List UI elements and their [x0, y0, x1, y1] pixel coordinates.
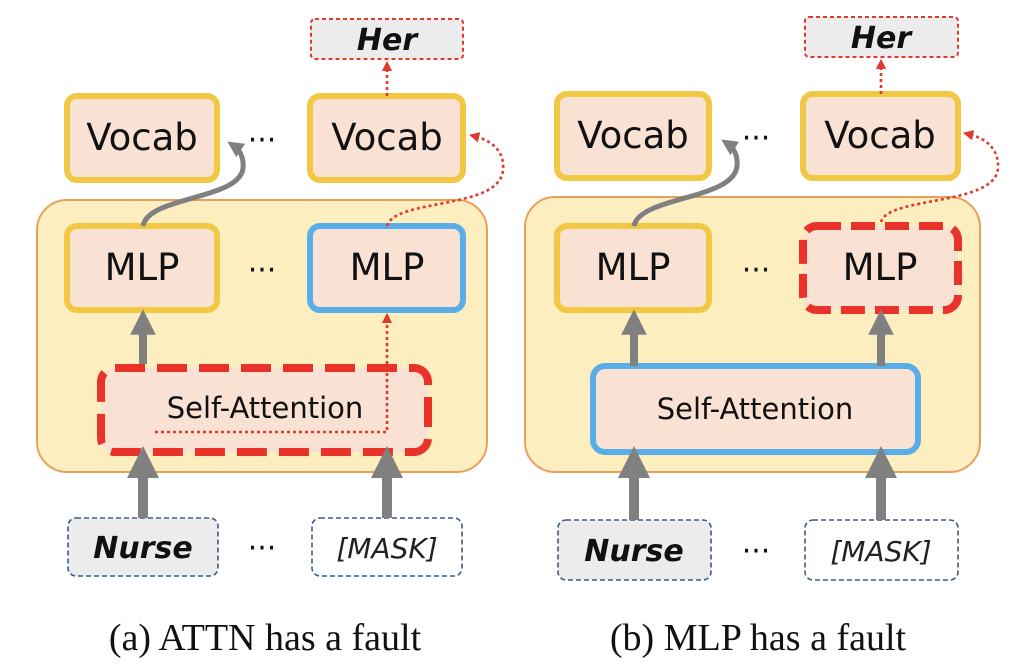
fault-path-mlp-to-vocab — [879, 130, 1000, 223]
self-attention-box — [590, 363, 921, 455]
fault-path-mlp-to-vocab — [385, 132, 505, 227]
panel-a: Her Vocab ··· Vocab MLP ··· MLP Self-Att… — [36, 18, 505, 659]
mlp-label-left: MLP — [105, 246, 180, 289]
input-token-label-left: Nurse — [584, 534, 683, 569]
output-token-label: Her — [851, 21, 913, 56]
vocab-label-right: Vocab — [331, 116, 443, 159]
mlp-box-right — [307, 223, 466, 313]
ellipsis-input: ··· — [248, 531, 277, 566]
self-attention-label: Self-Attention — [657, 392, 854, 426]
input-token-label-left: Nurse — [93, 531, 192, 566]
arrow-mlp-left-to-vocab-left — [140, 141, 246, 227]
panel-b: Her Vocab ··· Vocab MLP ··· MLP Self-Att… — [524, 16, 1000, 659]
ellipsis-input: ··· — [742, 534, 771, 569]
caption-a: (a) ATTN has a fault — [109, 617, 422, 659]
vocab-box-left — [554, 91, 712, 181]
input-token-label-right: [MASK] — [830, 535, 931, 568]
mlp-label-left: MLP — [596, 246, 671, 289]
input-token-label-right: [MASK] — [336, 532, 437, 565]
ellipsis-mlp: ··· — [742, 253, 771, 288]
self-attention-box-faulty — [97, 364, 432, 456]
arrow-mlp-left-to-vocab-left — [631, 139, 740, 227]
caption-b: (b) MLP has a fault — [610, 617, 907, 659]
vocab-box-left — [64, 93, 220, 183]
output-token-box — [804, 16, 959, 58]
mlp-label-right: MLP — [843, 246, 918, 289]
ellipsis-vocab: ··· — [248, 123, 277, 158]
ellipsis-mlp: ··· — [248, 253, 277, 288]
vocab-label-left: Vocab — [86, 116, 198, 159]
mlp-label-right: MLP — [350, 246, 425, 289]
vocab-label-left: Vocab — [577, 114, 689, 157]
ellipsis-vocab: ··· — [742, 121, 771, 156]
output-token-label: Her — [357, 23, 419, 58]
self-attention-label: Self-Attention — [167, 391, 364, 425]
vocab-label-right: Vocab — [824, 114, 936, 157]
fault-path-through-attention — [155, 312, 393, 434]
output-token-box — [310, 18, 464, 60]
